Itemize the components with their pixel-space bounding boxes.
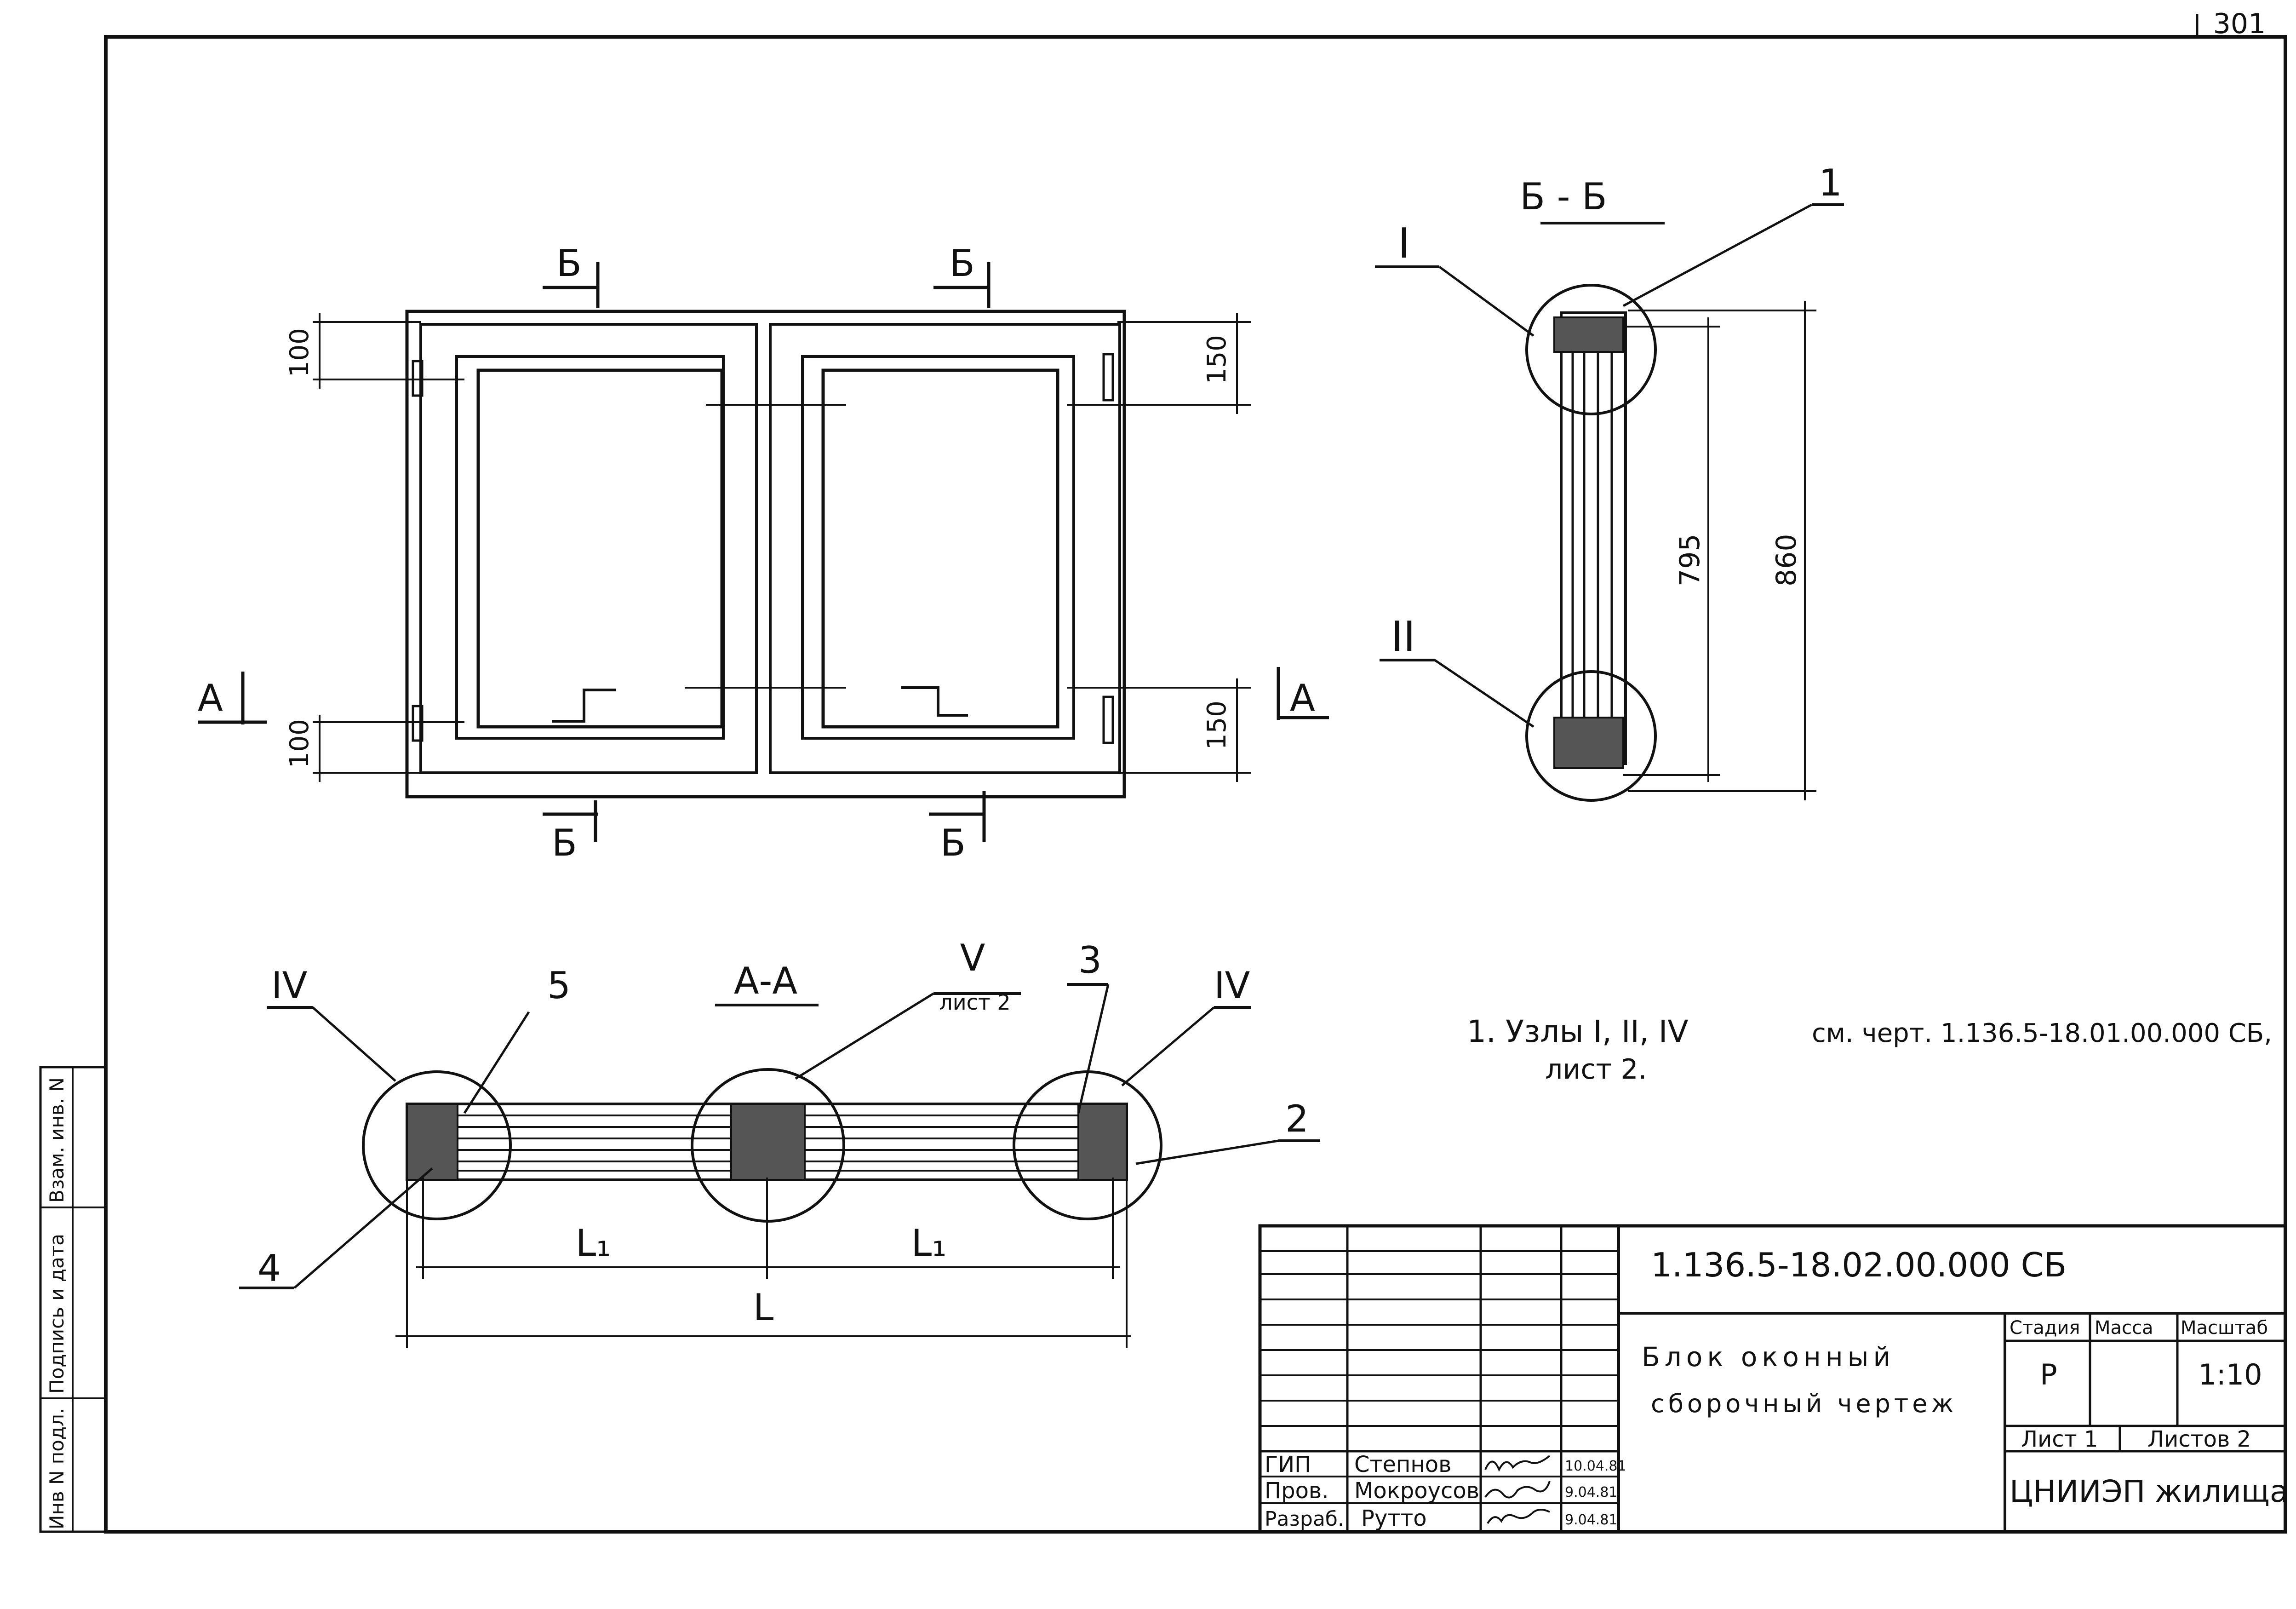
doc-code: 1.136.5-18.02.00.000 СБ [1651, 1246, 2067, 1284]
callout-part-2: 2 [1285, 1098, 1309, 1140]
latch-icon [552, 689, 616, 723]
note-line2: лист 2. [1545, 1053, 1647, 1086]
callout-part-5: 5 [547, 964, 571, 1007]
dim-795: 795 [1674, 534, 1706, 586]
org-name: ЦНИИЭП жилища [2010, 1474, 2288, 1509]
sheet-label: Лист 1 [2021, 1426, 2098, 1452]
sig-role-2: Пров. [1265, 1478, 1328, 1504]
sig-name-2: Мокроусов [1354, 1478, 1479, 1504]
scale-value: 1:10 [2198, 1358, 2262, 1391]
signature-mark [1484, 1481, 1551, 1499]
section-bb-title: Б - Б [1520, 175, 1607, 218]
sheet-number: 301 [2213, 8, 2266, 40]
section-mark-b-top-right: Б [950, 242, 975, 285]
title-line2: сборочный чертеж [1651, 1389, 1957, 1418]
side-stamp-vzam: Взам. инв. N [46, 1077, 68, 1203]
sig-date-2: 9.04.81 [1565, 1484, 1618, 1500]
hinge-icon [412, 360, 424, 397]
note: 1. Узлы I, II, IV см. черт. 1.136.5-18.0… [1467, 1014, 2272, 1086]
dim-l1-left: L₁ [576, 1222, 611, 1264]
dim-150-bottom: 150 [1202, 701, 1232, 750]
stage-value: Р [2040, 1358, 2057, 1391]
node-2-circle [1525, 670, 1657, 802]
title-block: ГИП Степнов 10.04.81 Пров. Мокроусов 9.0… [1258, 1224, 2288, 1534]
sig-name-1: Степнов [1354, 1452, 1451, 1477]
section-mark-b-bottom-right: Б [940, 822, 966, 864]
sig-role-3: Разраб. [1265, 1507, 1344, 1531]
section-aa: А-А L₁ L₁ L IV 5 4 V [239, 937, 1320, 1348]
section-mark-a-right: А [1290, 677, 1315, 719]
node-4-left-circle [362, 1070, 512, 1220]
side-stamp-inv-podl: Инв N подл. [46, 1408, 68, 1529]
callout-node-5: V [960, 937, 985, 979]
front-view: 100 100 150 150 Б Б Б Б А А [198, 242, 1329, 864]
node-1-circle [1525, 284, 1657, 415]
section-mark-a-left: А [198, 677, 223, 719]
callout-node-5-sheet: лист 2 [939, 990, 1010, 1015]
title-line1: Блок оконный [1642, 1341, 1895, 1373]
signature-mark [1484, 1455, 1551, 1472]
dim-100-bottom: 100 [285, 719, 315, 768]
sheets-label: Листов 2 [2147, 1426, 2251, 1452]
section-bb: Б - Б 795 860 I 1 II [1375, 161, 1844, 802]
callout-node-2: II [1391, 613, 1415, 661]
hinge-icon [1102, 695, 1114, 744]
sheet-frame: 301 [104, 8, 2287, 1534]
section-aa-title: А-А [734, 960, 798, 1002]
sig-date-3: 9.04.81 [1565, 1512, 1618, 1528]
hinge-icon [1102, 353, 1114, 402]
note-line1-a: 1. Узлы I, II, IV [1467, 1014, 1688, 1049]
callout-part-4: 4 [258, 1247, 281, 1290]
stage-header: Стадия [2010, 1317, 2080, 1339]
sig-date-1: 10.04.81 [1565, 1458, 1626, 1474]
signature-mark [1487, 1509, 1550, 1524]
dim-860: 860 [1770, 534, 1803, 586]
callout-node-1: I [1398, 219, 1410, 268]
dim-l1-right: L₁ [911, 1222, 947, 1264]
dim-100-top: 100 [285, 328, 315, 377]
callout-node-4-left: IV [271, 964, 308, 1007]
side-stamp-podpis: Подпись и дата [46, 1234, 68, 1394]
note-line1-b: см. черт. 1.136.5-18.01.00.000 СБ, [1812, 1018, 2272, 1048]
side-stamp: Инв N подл. Подпись и дата Взам. инв. N [39, 1066, 107, 1533]
callout-part-3: 3 [1078, 939, 1102, 982]
sig-role-1: ГИП [1265, 1452, 1311, 1477]
dim-l: L [753, 1286, 774, 1329]
dim-150-top: 150 [1202, 335, 1232, 384]
latch-icon [901, 686, 968, 717]
sig-name-3: Рутто [1361, 1506, 1427, 1531]
mass-header: Масса [2095, 1317, 2153, 1339]
callout-part-1: 1 [1819, 161, 1842, 204]
hinge-icon [412, 705, 424, 742]
section-mark-b-top-left: Б [556, 242, 582, 285]
scale-header: Масштаб [2181, 1317, 2268, 1339]
callout-node-4-right: IV [1214, 964, 1250, 1007]
section-mark-b-bottom-left: Б [552, 822, 577, 864]
